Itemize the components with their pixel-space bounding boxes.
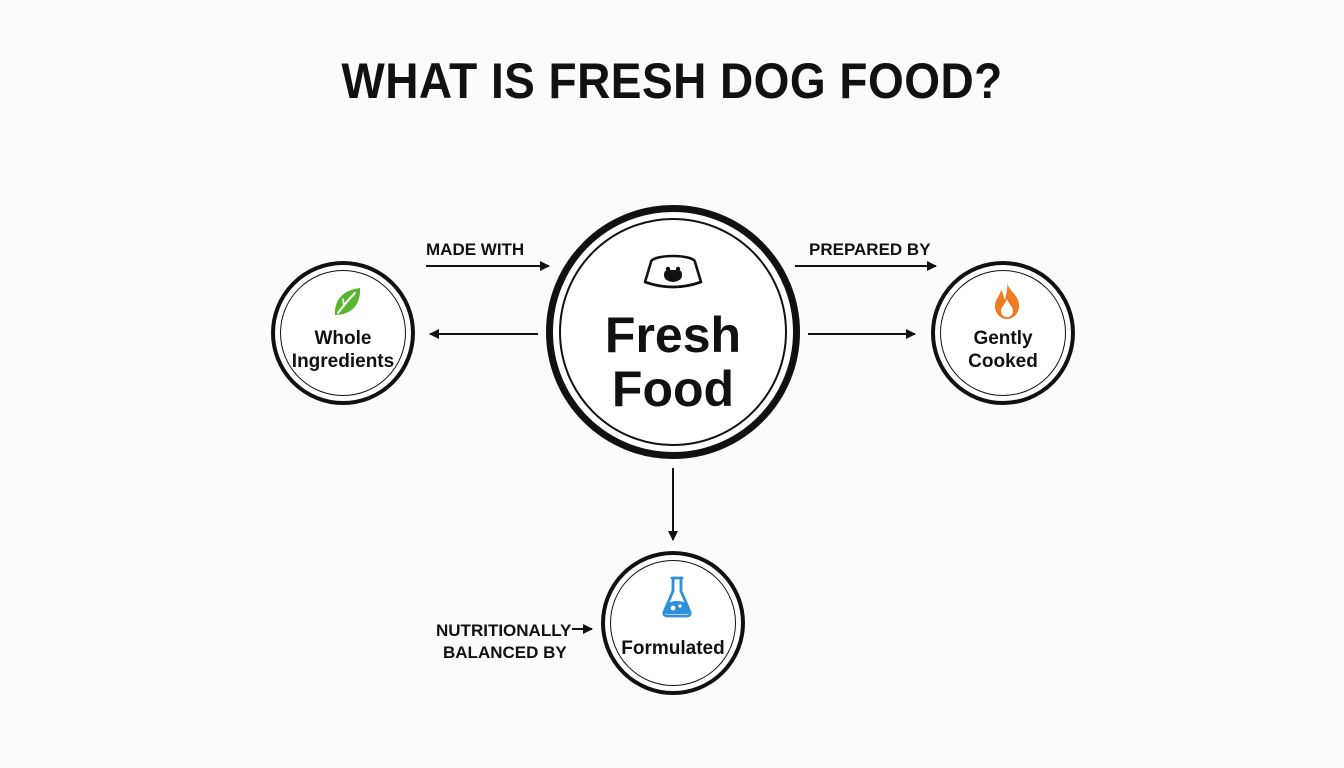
gently-cooked-line2: Cooked [968,351,1038,372]
flask-icon [662,576,692,618]
nutritionally-label-line1: NUTRITIONALLY [436,621,572,640]
leaf-icon [334,288,361,315]
formulated-node-inner-ring [610,560,736,686]
made-with-label: MADE WITH [426,240,525,259]
page-title: WHAT IS FRESH DOG FOOD? [341,53,1003,109]
formulated-node: Formulated [601,551,745,695]
gently-cooked-line1: Gently [973,328,1033,349]
whole-ingredients-line2: Ingredients [291,351,395,372]
nutritionally-label-line2: BALANCED BY [443,643,567,662]
fresh-food-line2: Food [611,361,735,417]
formulated-label: Formulated [621,638,725,659]
dog-bowl-icon [643,254,703,289]
flame-icon [995,283,1019,319]
whole-ingredients-node-inner-ring [280,270,406,396]
fresh-food-node-inner-ring [559,218,787,446]
whole-ingredients-node: Whole Ingredients [271,261,415,405]
prepared-by-label: PREPARED BY [809,240,931,259]
gently-cooked-node-inner-ring [940,270,1066,396]
fresh-food-node: Fresh Food [546,205,800,459]
gently-cooked-node: Gently Cooked [931,261,1075,405]
whole-ingredients-line1: Whole [314,328,372,349]
fresh-food-line1: Fresh [604,307,742,363]
